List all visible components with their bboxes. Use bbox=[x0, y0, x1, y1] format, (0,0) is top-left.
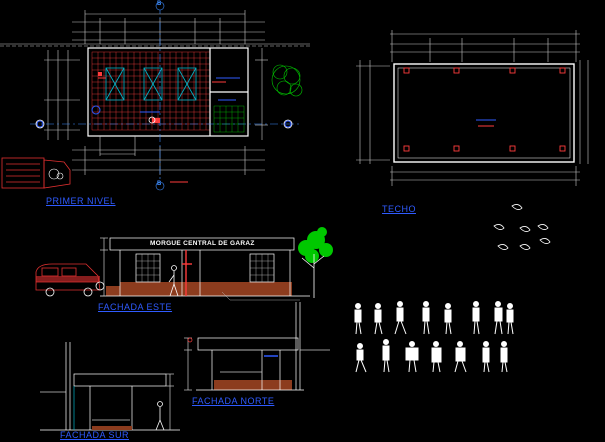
label-fachada-este: FACHADA ESTE bbox=[98, 302, 173, 312]
label-techo: TECHO bbox=[382, 204, 416, 214]
section-mark-bottom: B bbox=[157, 181, 162, 187]
label-primer-nivel: PRIMER NIVEL bbox=[46, 196, 116, 206]
people-figures bbox=[354, 301, 514, 373]
building-sign: MORGUE CENTRAL DE GARAZ bbox=[150, 240, 255, 247]
south-elevation bbox=[40, 342, 180, 431]
label-fachada-norte: FACHADA NORTE bbox=[192, 396, 275, 406]
section-mark-top: B bbox=[157, 1, 162, 7]
plan-symbols bbox=[493, 204, 551, 250]
east-elevation bbox=[35, 227, 333, 301]
label-fachada-sur: FACHADA SUR bbox=[60, 430, 130, 440]
floor-plan bbox=[0, 1, 310, 191]
north-elevation bbox=[184, 302, 330, 391]
roof-plan bbox=[356, 30, 589, 186]
